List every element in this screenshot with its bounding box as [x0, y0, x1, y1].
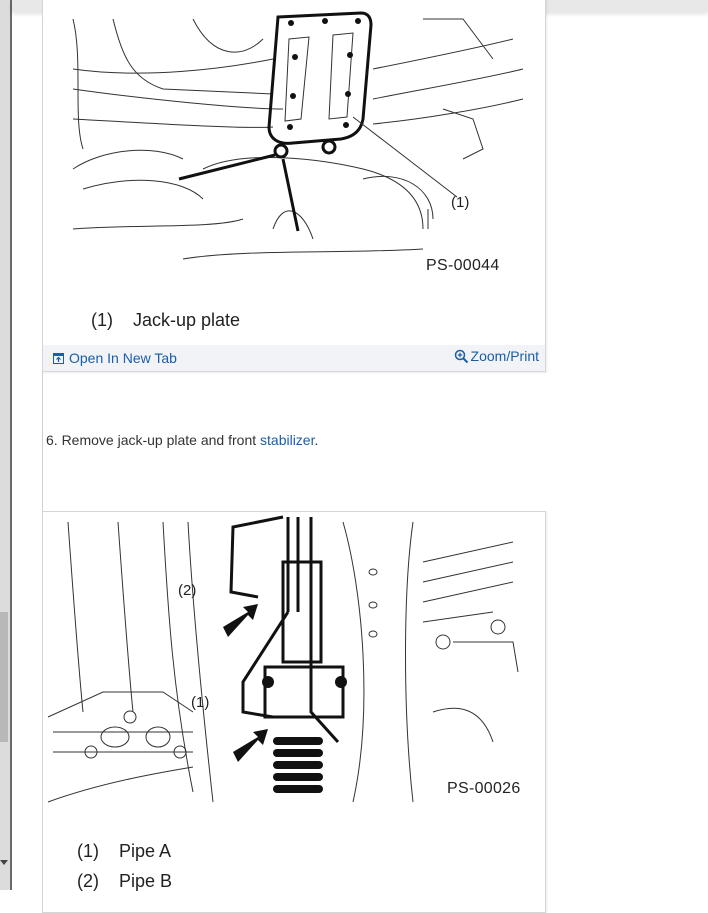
callout-1: (1) [451, 194, 469, 211]
callout-2: (2) [178, 582, 196, 599]
open-in-new-tab-label: Open In New Tab [69, 350, 177, 366]
content-border [42, 0, 43, 890]
vertical-scrollbar[interactable] [0, 0, 12, 890]
step-text: 6. Remove jack-up plate and front [46, 432, 261, 448]
legend-number: (1) [91, 310, 113, 330]
legend-number: (1) [77, 841, 99, 861]
legend-number: (2) [77, 871, 99, 891]
callout-1: (1) [191, 694, 209, 711]
scrollbar-thumb[interactable] [0, 612, 8, 742]
legend-label: Jack-up plate [133, 310, 241, 330]
jack-up-plate-illustration: (1) [72, 11, 524, 260]
step-text-end: . [314, 432, 319, 448]
legend-item: (2) Pipe B [77, 871, 172, 892]
pipes-illustration: (2) (1) [47, 515, 519, 803]
figure-code: PS-00044 [426, 257, 500, 274]
figure-jack-up-plate: (1) PS-00044 (1) Jack-up plate Open In Ne… [42, 0, 546, 372]
legend-item: (1) Jack-up plate [91, 310, 240, 331]
legend-label: Pipe B [119, 871, 173, 891]
open-in-new-tab-link[interactable]: Open In New Tab [53, 350, 177, 366]
scroll-down-arrow-icon[interactable] [0, 860, 8, 865]
zoom-print-label: Zoom/Print [470, 348, 539, 364]
figure-toolbar: Open In New Tab Zoom/Print [43, 345, 545, 371]
step-6-instruction: 6. Remove jack-up plate and front stabil… [46, 432, 318, 448]
stabilizer-link[interactable]: stabilizer [260, 432, 315, 448]
legend-item: (1) Pipe A [77, 841, 171, 862]
legend-label: Pipe A [119, 841, 172, 861]
open-new-tab-icon [53, 352, 64, 364]
magnifier-plus-icon [454, 349, 468, 363]
figure-pipes: (2) (1) PS-00026 (1) Pipe A (2) Pipe B [42, 511, 546, 913]
figure-code: PS-00026 [447, 780, 521, 797]
zoom-print-link[interactable]: Zoom/Print [454, 348, 539, 364]
